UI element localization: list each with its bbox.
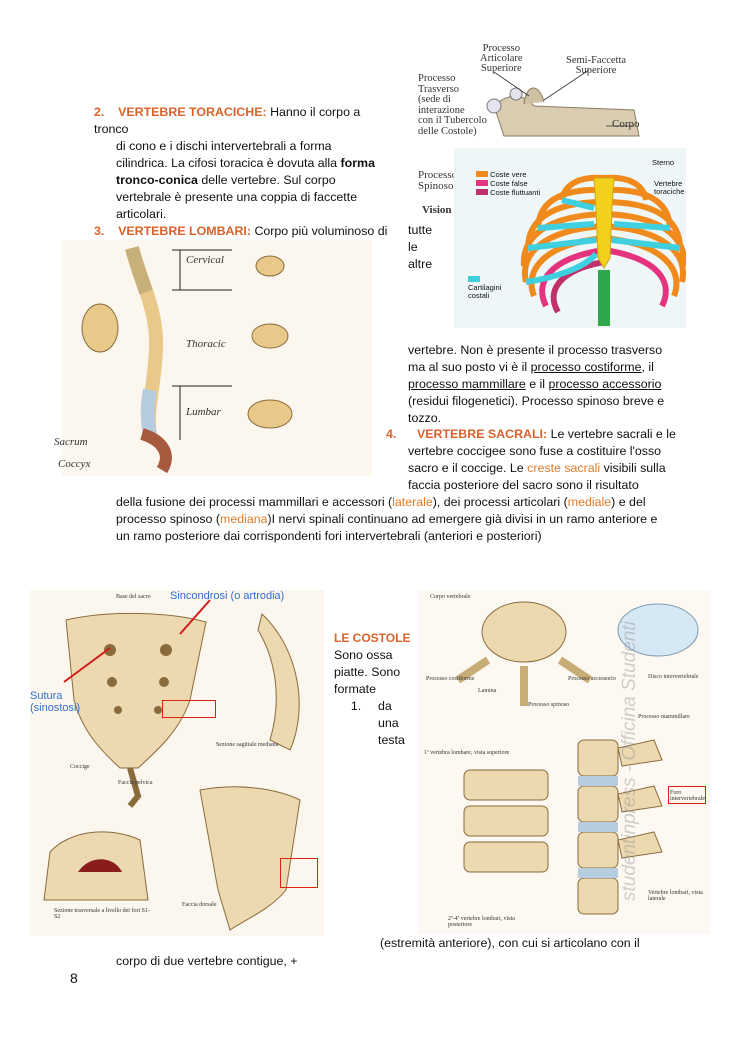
label: Coccige xyxy=(70,764,90,770)
sacrum-illustration xyxy=(43,599,301,931)
label: Processo accessorio xyxy=(568,676,616,682)
label: Corpo xyxy=(612,118,640,130)
section-sacral: 4. VERTEBRE SACRALI: Le vertebre sacrali… xyxy=(386,426,698,494)
annotation-suture: Sutura(sinostosi) xyxy=(30,690,81,714)
section-heading: VERTEBRE LOMBARI: xyxy=(118,224,251,238)
section-thoracic: 2. VERTEBRE TORACICHE: Hanno il corpo a … xyxy=(94,104,394,240)
label: Thoracic xyxy=(186,338,226,350)
label: Sezione trasversale a livello dei fori S… xyxy=(54,908,150,920)
paragraph-text: Sono ossa xyxy=(334,648,393,662)
item-number: 3. xyxy=(94,224,105,238)
label: 2ª-4ª vertebre lombari, vista posteriore xyxy=(448,916,515,928)
paragraph-text: cilindrica. La cifosi toracica è dovuta … xyxy=(116,156,375,170)
paragraph-text: tronco-conica delle vertebre. Sul corpo xyxy=(116,173,336,187)
paragraph-text: Le vertebre sacrali e le xyxy=(550,427,676,441)
paragraph-text: da xyxy=(378,699,392,713)
label: Lamina xyxy=(478,688,497,694)
paragraph-text: vertebrale è presente una coppia di facc… xyxy=(116,190,358,204)
legend-item: Coste fluttuanti xyxy=(476,188,540,197)
paragraph-text: tozzo. xyxy=(408,411,442,425)
label: Processo spinoso xyxy=(528,702,570,708)
label: 1ª vertebra lombare, vista superiore xyxy=(424,750,510,756)
spine-figure: Cervical Thoracic Lumbar Sacrum Coccyx xyxy=(54,240,372,476)
paragraph-text: processo mammillare e il processo access… xyxy=(408,377,662,391)
label: Processo costiforme xyxy=(426,676,475,682)
paragraph-text: formate xyxy=(334,682,377,696)
watermark: studentinpress - Officina Studenti xyxy=(619,621,640,901)
page-number: 8 xyxy=(70,970,78,986)
label: Base del sacro xyxy=(116,594,151,600)
label: Lumbar xyxy=(186,406,221,418)
spine-illustration xyxy=(81,246,293,474)
paragraph-text: ma al suo posto vi è il processo costifo… xyxy=(408,360,654,374)
item-number: 4. xyxy=(386,427,397,441)
paragraph-text: di cono e i dischi intervertebrali a for… xyxy=(116,139,332,153)
legend-item: Coste vere xyxy=(476,170,540,179)
item-number: 1. xyxy=(350,699,362,713)
highlight-box xyxy=(280,858,318,888)
lumbar-figure: 1ª vertebra lombare, vista superiore 2ª-… xyxy=(418,590,710,934)
paragraph-text: vertebre coccigee sono fuse a costituire… xyxy=(408,444,662,458)
label: Processo mammillare xyxy=(638,714,690,720)
paragraph-text: le xyxy=(408,240,418,254)
label: Faccia pelvica xyxy=(118,780,153,786)
paragraph-text: della fusione dei processi mammillari e … xyxy=(116,495,646,509)
paragraph-text: un ramo posteriore dai corrispondenti fo… xyxy=(116,529,542,543)
section-sacral-line: 4. VERTEBRE SACRALI: Le vertebre sacrali… xyxy=(386,426,698,443)
label: Foro intervertebrale xyxy=(670,790,705,802)
label: Vertebre toraciche xyxy=(654,179,685,196)
section-heading: LE COSTOLE xyxy=(334,631,411,645)
paragraph-text: (residui filogenetici). Processo spinoso… xyxy=(408,394,665,408)
section-heading: VERTEBRE SACRALI: xyxy=(417,427,548,441)
section-costole: LE COSTOLE Sono ossa piatte. Sono format… xyxy=(334,630,414,749)
annotation-synchondrosis: Sincondrosi (o artrodia) xyxy=(170,590,285,602)
highlight-box xyxy=(668,786,706,804)
section-thoracic-line: 2. VERTEBRE TORACICHE: Hanno il corpo a … xyxy=(94,104,394,138)
section-heading: VERTEBRE TORACICHE: xyxy=(118,105,267,119)
paragraph-text: testa xyxy=(378,733,405,747)
label: Sezione sagittale mediana xyxy=(216,742,279,748)
ribcage-illustration xyxy=(454,148,686,328)
costole-bottom: corpo di due vertebre contigue, + xyxy=(116,954,298,968)
label: Cervical xyxy=(186,254,224,266)
label: Vertebre lombari, vista laterale xyxy=(648,890,703,902)
ribcage-legend: Coste vere Coste false Coste fluttuanti xyxy=(476,170,540,197)
section-lumbar-line: 3. VERTEBRE LOMBARI: Corpo più voluminos… xyxy=(94,223,394,240)
item-number: 2. xyxy=(94,105,105,119)
paragraph-text: Hanno il corpo a tronco xyxy=(94,105,361,136)
label: Faccia dorsale xyxy=(182,902,217,908)
paragraph-text: una xyxy=(378,716,399,730)
costole-continuation: (estremità anteriore), con cui si artico… xyxy=(380,936,640,950)
lumbar-illustration xyxy=(455,601,699,915)
highlight-box xyxy=(162,700,216,718)
section-lumbar-column: tutte le altre xyxy=(408,222,432,273)
label: Vision xyxy=(422,204,452,216)
legend-item: Cartilagini costali xyxy=(468,276,508,300)
paragraph-text: vertebre. Non è presente il processo tra… xyxy=(408,343,663,357)
section-lumbar-text: vertebre. Non è presente il processo tra… xyxy=(408,342,698,427)
label: Coccyx xyxy=(58,458,91,470)
legend-item: Coste false xyxy=(476,179,540,188)
section-sacral-full: della fusione dei processi mammillari e … xyxy=(116,494,676,545)
paragraph-text: tutte xyxy=(408,223,433,237)
paragraph-text: faccia posteriore del sacro sono il risu… xyxy=(408,478,639,492)
label: Corpo vertebrale xyxy=(430,594,471,600)
label: Sacrum xyxy=(54,436,88,448)
paragraph-text: sacro e il coccige. Le creste sacrali vi… xyxy=(408,461,666,475)
label: Disco intervertebrale xyxy=(648,674,699,680)
paragraph-text: processo spinoso (mediana)I nervi spinal… xyxy=(116,512,658,526)
sacrum-figure: Sincondrosi (o artrodia) Sutura(sinostos… xyxy=(30,590,324,936)
label: Sterno xyxy=(652,158,675,167)
paragraph-text: piatte. Sono xyxy=(334,665,401,679)
paragraph-text: altre xyxy=(408,257,433,271)
paragraph-text: articolari. xyxy=(116,207,167,221)
paragraph-text: Corpo più voluminoso di xyxy=(254,224,388,238)
thoracic-vertebra-illustration xyxy=(486,69,640,137)
